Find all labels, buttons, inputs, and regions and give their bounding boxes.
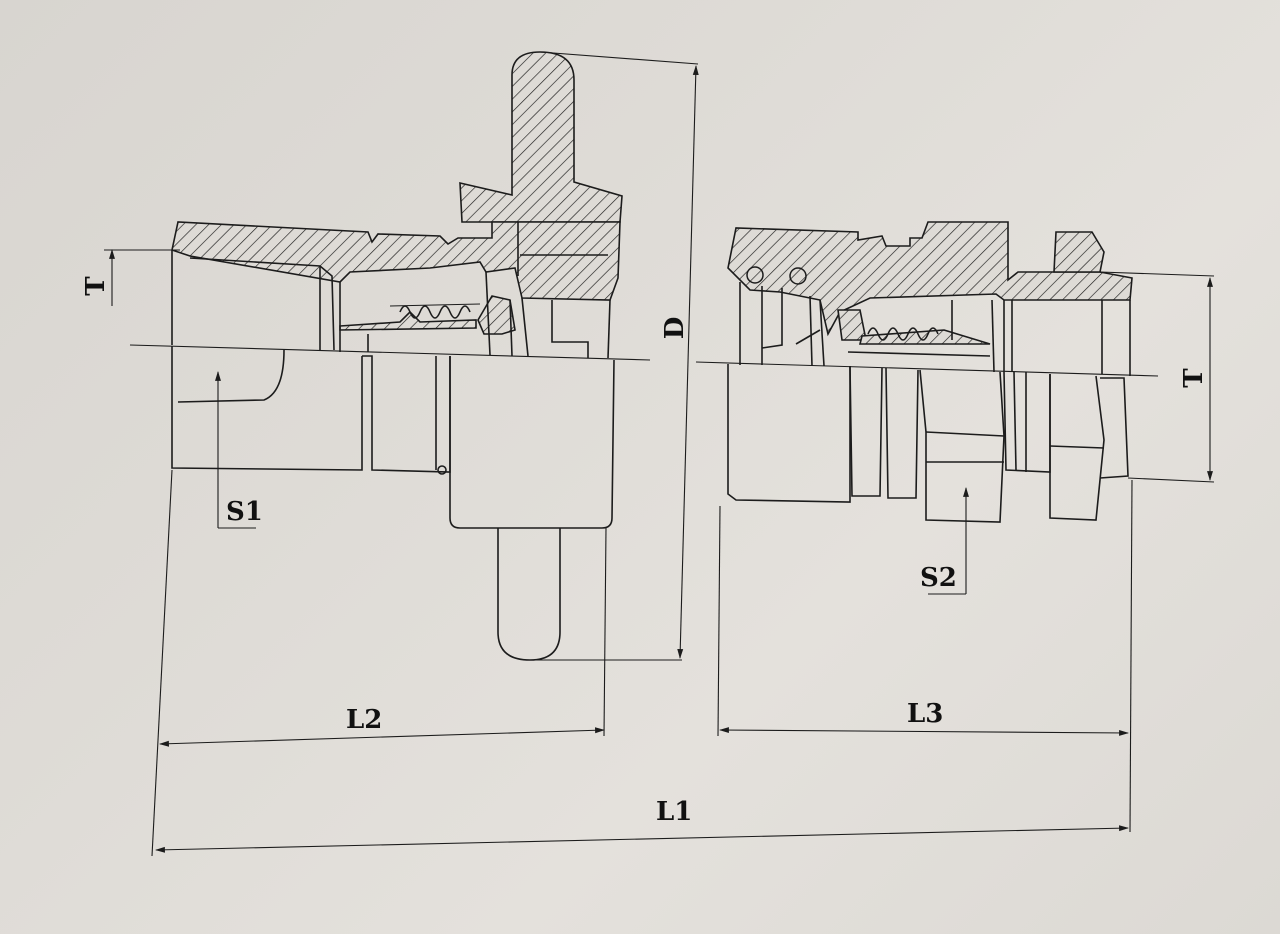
label-S1: S1 [226, 497, 263, 527]
lever-housing-lower [449, 356, 615, 529]
male-spring [867, 327, 939, 341]
label-T-left: T [81, 276, 111, 296]
dimension-L3 [719, 727, 1129, 736]
left-centerline [129, 344, 651, 361]
female-spring [389, 303, 481, 319]
label-L1: L1 [656, 797, 692, 827]
dimension-L1 [155, 825, 1129, 853]
leader-S1 [215, 371, 256, 529]
label-D: D [660, 317, 690, 340]
female-piston-edge [339, 310, 477, 331]
male-coupling-half [695, 221, 1159, 523]
dimension-L2 [159, 727, 605, 747]
lever-handle [459, 51, 623, 223]
label-L3: L3 [907, 699, 943, 729]
female-coupling-half [129, 51, 651, 661]
dimension-D [530, 51, 699, 661]
leader-S2 [928, 487, 969, 595]
female-body-lower [171, 346, 451, 473]
label-T-right: T [1179, 368, 1209, 388]
right-centerline [695, 361, 1159, 377]
female-sleeve-section [171, 221, 621, 301]
hex-nut-right [1049, 374, 1105, 521]
dimension-T-right [1099, 271, 1215, 483]
male-body-lower [727, 364, 851, 503]
lever-stub [497, 528, 561, 661]
label-L2: L2 [346, 705, 382, 735]
dimension-T-left [104, 249, 180, 306]
label-S2: S2 [920, 563, 957, 593]
o-ring-2 [789, 267, 807, 285]
o-ring-1 [746, 266, 764, 284]
hex-nut-s2 [919, 369, 1005, 523]
male-nut-section [1053, 231, 1105, 273]
